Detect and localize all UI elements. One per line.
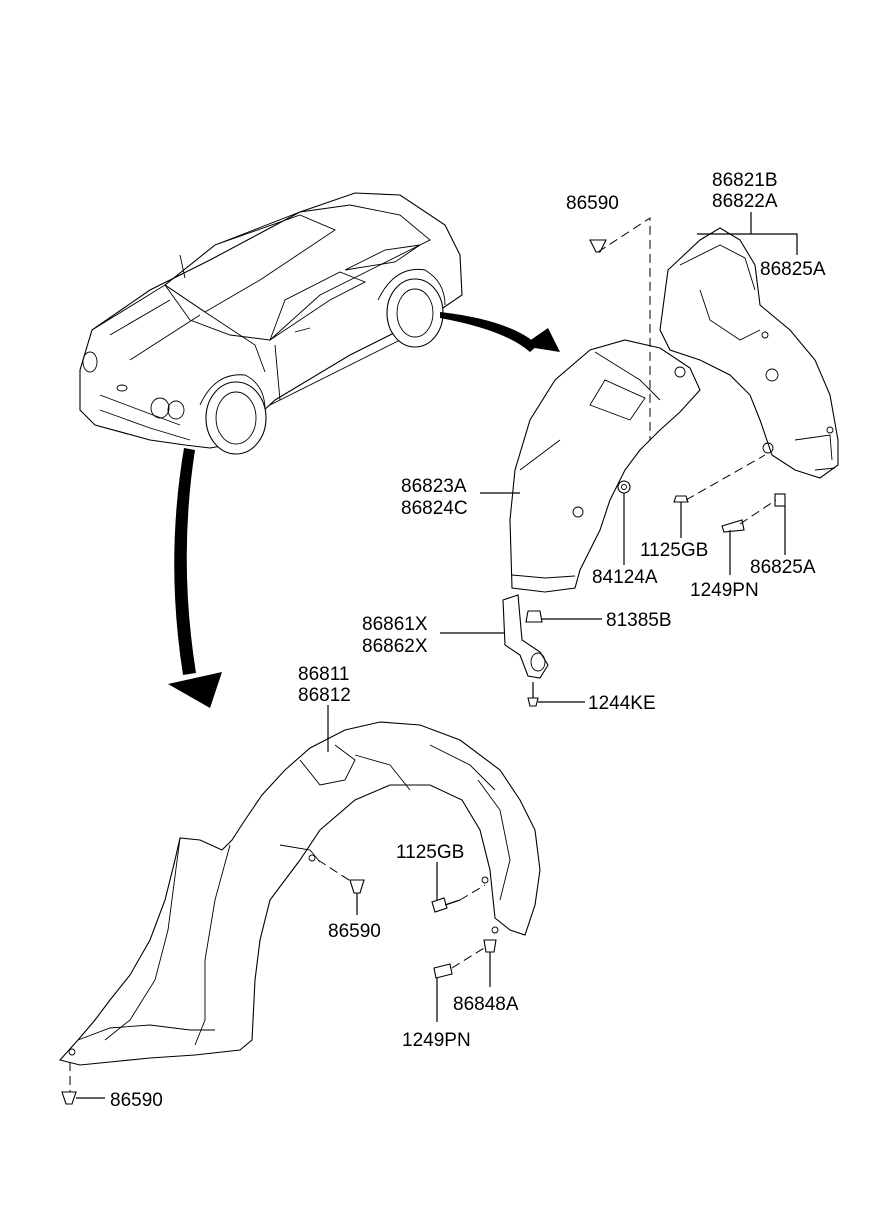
- bracket-86861x: [502, 594, 549, 679]
- arrow-to-front-liner: [168, 448, 222, 708]
- label-81385b: 81385B: [606, 610, 672, 631]
- label-86848a: 86848A: [453, 994, 519, 1015]
- label-1249pn-bottom: 1249PN: [402, 1030, 471, 1051]
- label-86824c: 86824C: [401, 498, 468, 519]
- leader-lines: [69, 212, 798, 1099]
- screw-1249pn-bottom: [433, 963, 453, 979]
- label-84124a: 84124A: [592, 567, 658, 588]
- clip-86825a-bottom: [774, 493, 786, 507]
- label-86590-mid: 86590: [328, 921, 381, 942]
- label-86825a-bottom: 86825A: [750, 557, 816, 578]
- label-86861x: 86861X: [362, 614, 428, 635]
- screw-86848a: [483, 939, 497, 953]
- label-86862x: 86862X: [362, 636, 428, 657]
- label-1244ke: 1244KE: [588, 693, 656, 714]
- label-86823a: 86823A: [401, 476, 467, 497]
- label-1125gb-bottom: 1125GB: [396, 842, 464, 863]
- label-86821b: 86821B: [712, 170, 778, 191]
- label-86812: 86812: [298, 685, 351, 706]
- screw-1249pn-top: [721, 519, 745, 533]
- fastener-86590-bottom: [61, 1091, 77, 1105]
- label-86811: 86811: [298, 664, 349, 685]
- nut-84124a: [617, 480, 631, 494]
- label-1125gb-top: 1125GB: [640, 540, 708, 561]
- rear-wheel-liner-upper: [659, 227, 839, 479]
- part-labels: 86821B 86822A 86590 86825A 86823A 86824C…: [110, 170, 826, 1111]
- label-86590-bottom: 86590: [110, 1090, 163, 1111]
- bolt-1125gb-top: [673, 495, 689, 512]
- screw-1244ke: [527, 682, 539, 707]
- front-wheel: [199, 374, 267, 455]
- arrow-to-rear-liner: [440, 312, 560, 352]
- fastener-86590-mid: [349, 879, 365, 894]
- label-1249pn-top: 1249PN: [690, 580, 759, 601]
- front-wheel-liner: [58, 721, 541, 1066]
- label-86822a: 86822A: [712, 191, 778, 212]
- label-86590-top: 86590: [566, 193, 619, 214]
- bolt-1125gb-bottom: [431, 897, 461, 913]
- car-illustration: [79, 192, 463, 455]
- fastener-86590-top: [589, 239, 607, 253]
- label-86825a-top: 86825A: [760, 259, 826, 280]
- inner-wheel-liner: [509, 339, 701, 593]
- nut-81385b: [525, 610, 543, 623]
